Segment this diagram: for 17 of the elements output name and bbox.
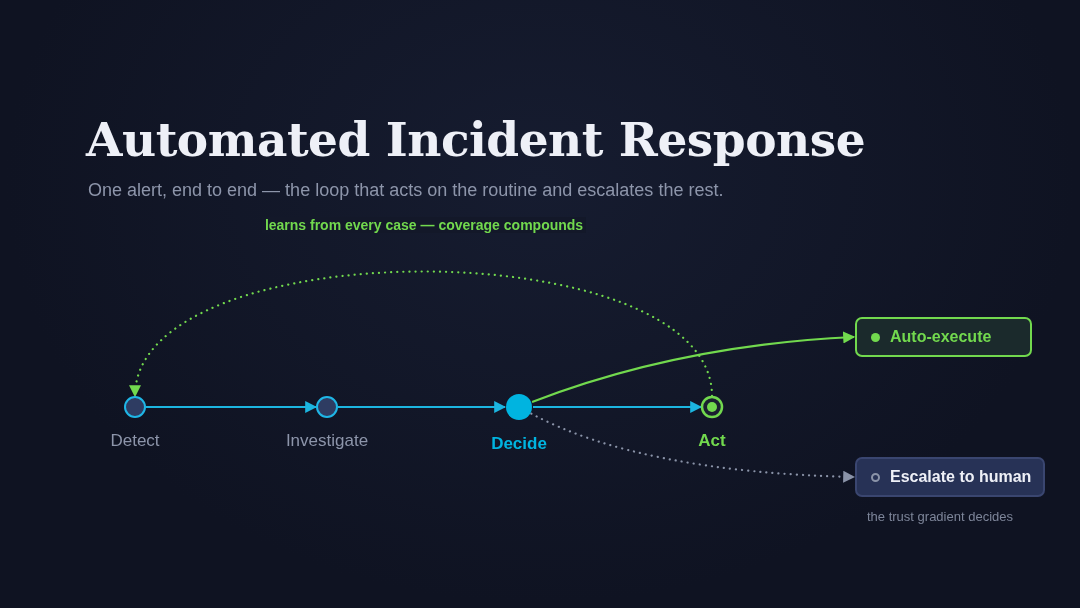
outcome-box xyxy=(855,317,1032,357)
outcome-label: Escalate to human xyxy=(890,468,1032,486)
arrow xyxy=(132,270,714,398)
note-text: the trust gradient decides xyxy=(867,509,1013,524)
step-label: Act xyxy=(697,431,727,451)
step-label: Decide xyxy=(490,434,548,454)
subtitle: One alert, end to end — the loop that acts on the routine and escalates the rest. xyxy=(88,180,724,201)
arrow xyxy=(532,401,703,413)
title: Automated Incident Response xyxy=(86,112,866,167)
arrow xyxy=(337,401,507,413)
arrow xyxy=(531,331,856,403)
step-label: Detect xyxy=(109,431,161,451)
arrow xyxy=(530,412,856,483)
arrow xyxy=(145,401,318,413)
outcome-label: Auto-execute xyxy=(890,328,992,346)
outcome-box xyxy=(855,457,1045,497)
step-label: Investigate xyxy=(284,431,370,451)
